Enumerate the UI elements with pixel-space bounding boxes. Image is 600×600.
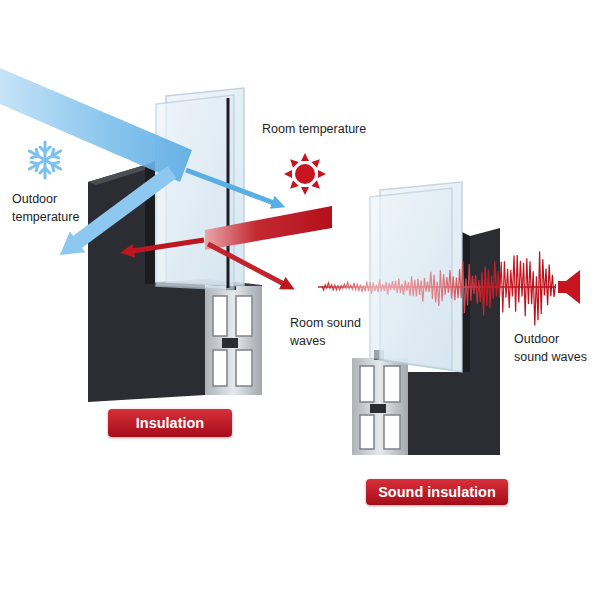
cold-arrows xyxy=(186,170,274,203)
window-frame xyxy=(205,286,262,395)
annotation-label: Outdoor temperature xyxy=(12,190,94,226)
caption-badge: Sound insulation xyxy=(366,479,508,505)
window-frame xyxy=(213,296,227,336)
glass-pane xyxy=(370,182,462,372)
window-frame xyxy=(462,232,470,372)
badge-text: Insulation xyxy=(136,409,204,437)
snowflake-icon xyxy=(27,147,63,174)
glass-pane xyxy=(227,98,230,288)
sun-icon xyxy=(311,180,322,191)
window-frame xyxy=(384,415,400,449)
annotation-label: Outdoor sound waves xyxy=(514,330,596,366)
snowflake-icon xyxy=(29,151,60,169)
annotation-label: Room temperature xyxy=(262,120,392,138)
sun-icon xyxy=(311,156,322,167)
window-frame xyxy=(236,350,252,386)
sun-icon xyxy=(284,170,292,178)
cold-arrows xyxy=(76,172,172,243)
sun-icon xyxy=(318,170,326,178)
window-frame xyxy=(88,165,151,185)
window-frame xyxy=(384,366,400,402)
annotation-label: Room sound waves xyxy=(290,314,368,350)
sun-icon xyxy=(284,153,326,195)
heat-arrows xyxy=(205,206,332,250)
sound-wave xyxy=(322,251,556,325)
sun-icon xyxy=(301,153,309,161)
window-frame xyxy=(236,296,252,336)
sound-wave xyxy=(318,251,556,325)
window-frame xyxy=(222,338,238,348)
heat-arrows xyxy=(132,206,332,284)
sun-icon xyxy=(295,164,315,184)
window-frame xyxy=(360,415,374,449)
sun-icon xyxy=(301,187,309,195)
speaker-icon xyxy=(558,270,580,304)
heat-arrows xyxy=(208,244,284,284)
cold-arrows xyxy=(0,68,274,243)
sun-icon xyxy=(287,180,298,191)
glass-pane xyxy=(156,95,234,290)
caption-badge: Insulation xyxy=(108,409,232,437)
snowflake-icon xyxy=(31,149,59,171)
sun-icon xyxy=(287,156,298,167)
cold-arrows xyxy=(0,68,192,182)
snowflake-icon xyxy=(29,151,60,169)
badge-text: Sound insulation xyxy=(378,479,496,505)
window-frame xyxy=(370,404,386,413)
window-frame xyxy=(213,350,227,386)
window-frame xyxy=(360,366,374,402)
window-frame xyxy=(352,358,408,455)
snowflake-icon xyxy=(27,142,63,178)
snowflake-icon xyxy=(27,147,63,174)
heat-arrows xyxy=(132,240,204,251)
